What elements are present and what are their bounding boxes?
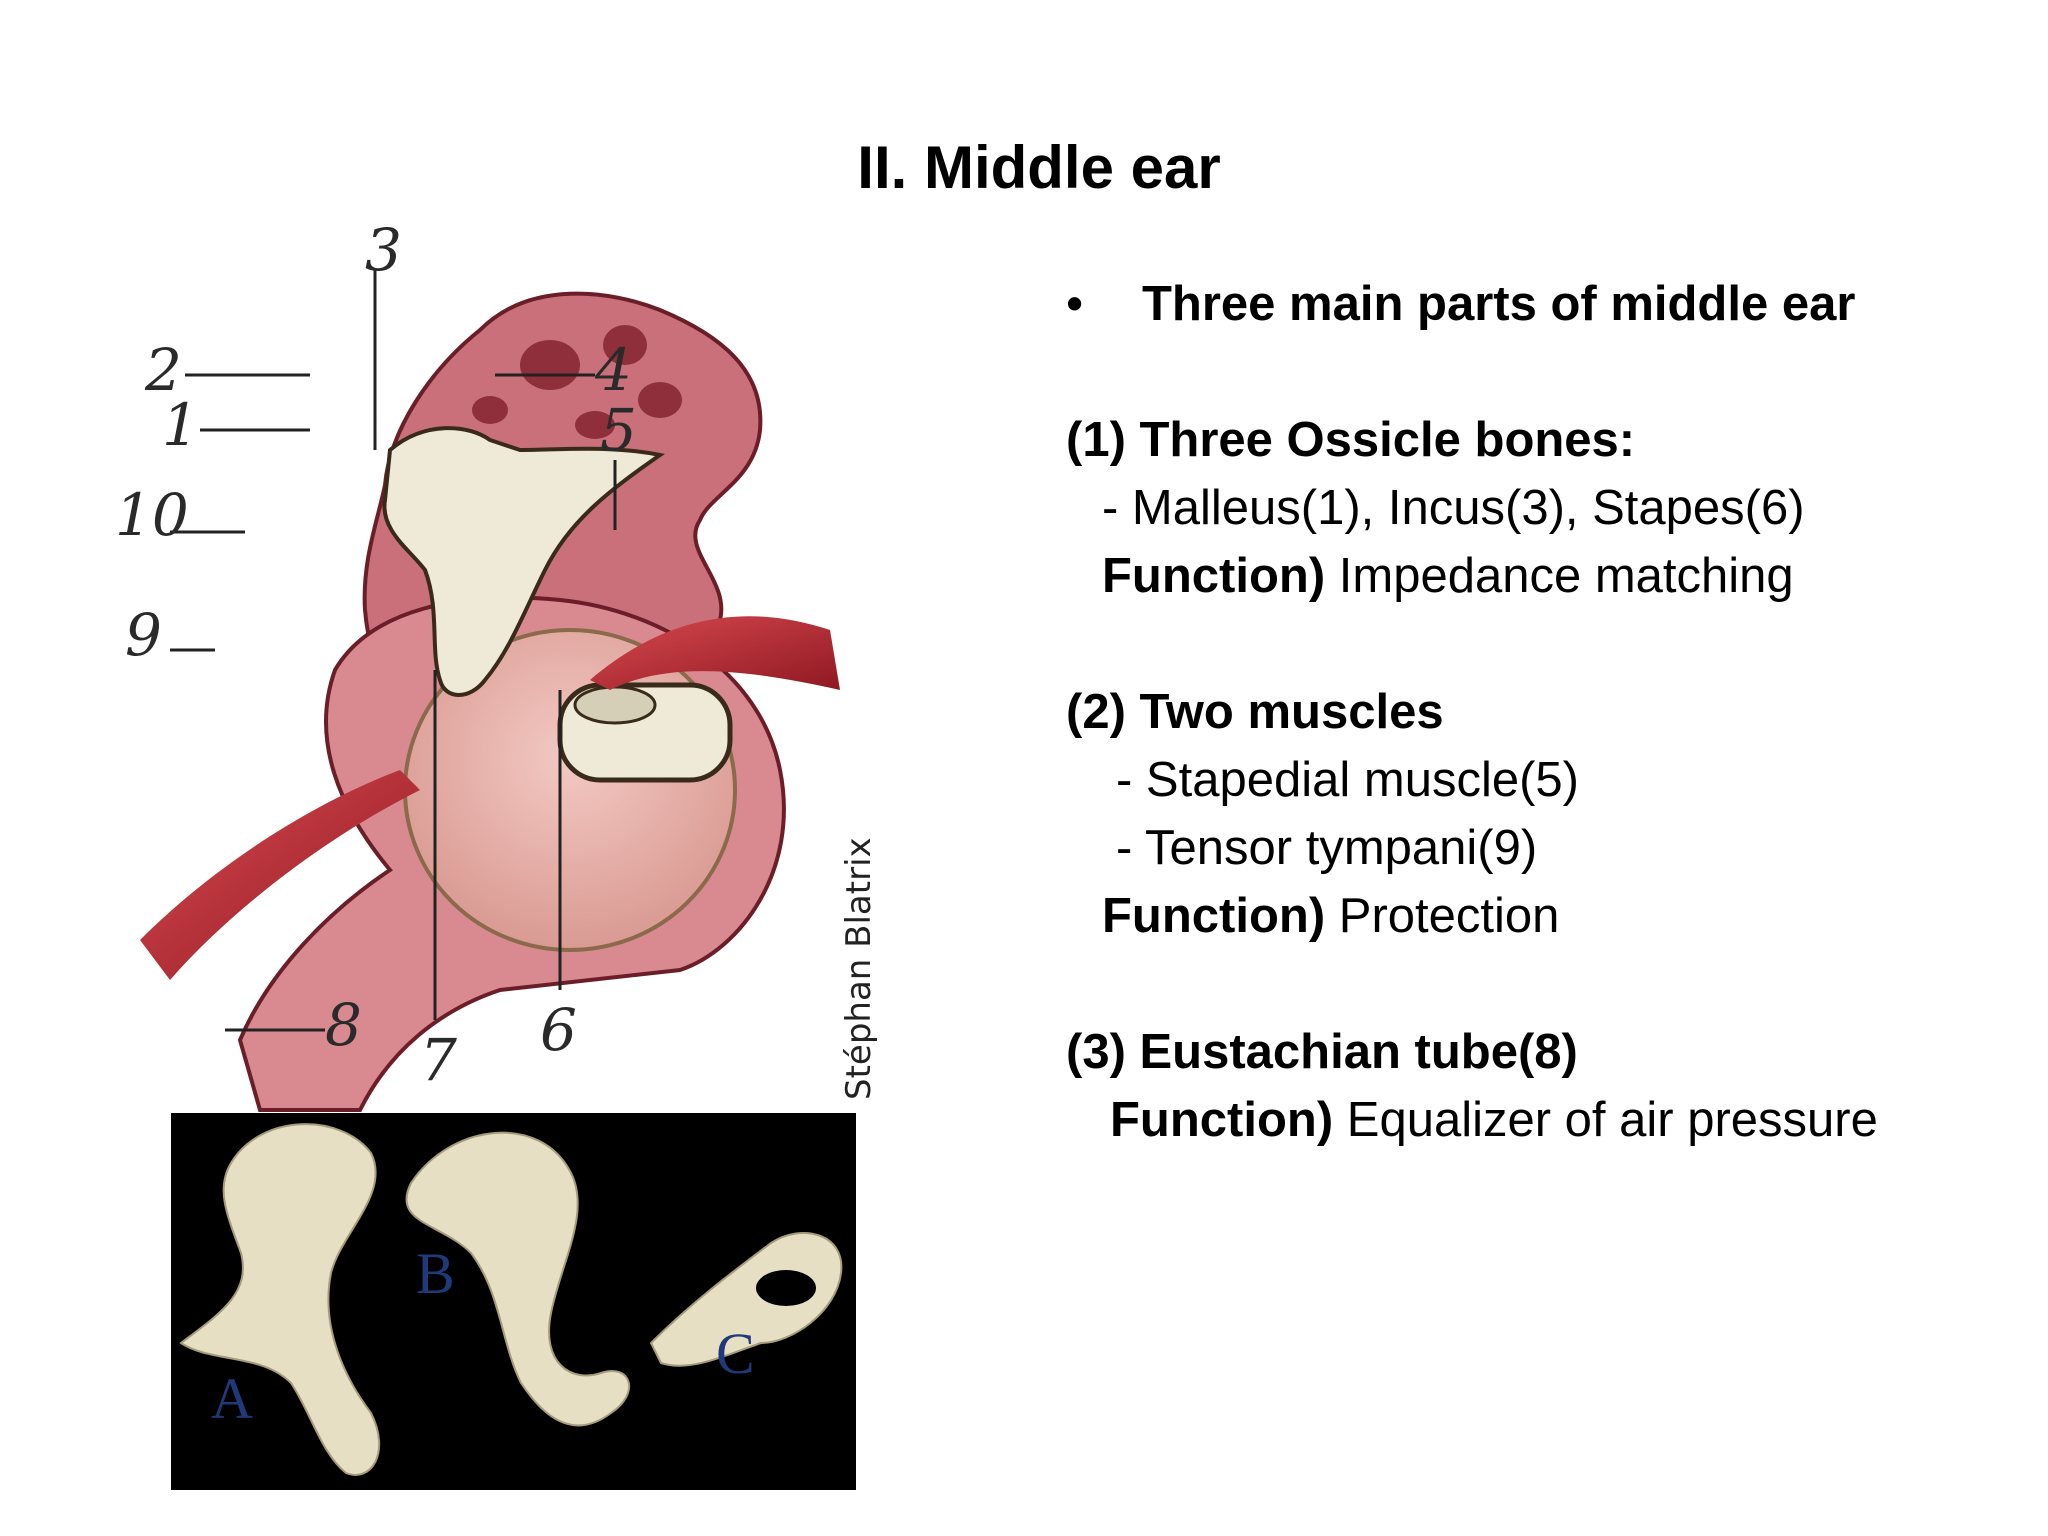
- section3-function-text: Equalizer of air pressure: [1333, 1093, 1878, 1147]
- label-8: 8: [325, 991, 362, 1059]
- label-4: 4: [594, 336, 632, 404]
- incus-bone-shape: [405, 1131, 631, 1427]
- label-9: 9: [125, 601, 162, 669]
- section3-function-label: Function): [1110, 1093, 1334, 1147]
- label-2: 2: [144, 336, 182, 404]
- label-10: 10: [115, 481, 189, 549]
- tensor-tympani-muscle-shape: [140, 770, 420, 980]
- section3-function: Function) Equalizer of air pressure: [1066, 1086, 2026, 1154]
- label-7: 7: [420, 1026, 457, 1094]
- slide-title: II. Middle ear: [857, 134, 1221, 201]
- section1-function-text: Impedance matching: [1325, 549, 1794, 603]
- slide-content: • Three main parts of middle ear (1) Thr…: [1066, 270, 2026, 1154]
- label-5: 5: [600, 396, 637, 464]
- middle-ear-illustration: 3 2 1 4 5 10 9 6 7 8 Stéphan Blatrix: [115, 216, 879, 1112]
- ossicles-illustration: A B C: [179, 1123, 843, 1476]
- ossicles-photo: A B C: [171, 1113, 856, 1490]
- bullet-text: Three main parts of middle ear: [1142, 277, 1856, 331]
- photo-label-c: C: [716, 1321, 755, 1386]
- section1-heading: (1) Three Ossicle bones:: [1066, 413, 1636, 467]
- label-1: 1: [162, 391, 199, 459]
- section3-heading: (3) Eustachian tube(8): [1066, 1025, 1578, 1079]
- image-credit: Stéphan Blatrix: [839, 837, 879, 1100]
- section2-function-text: Protection: [1325, 889, 1560, 943]
- section2-function: Function) Protection: [1066, 882, 2026, 950]
- photo-label-a: A: [211, 1366, 253, 1431]
- section1-item: - Malleus(1), Incus(3), Stapes(6): [1102, 481, 1805, 535]
- stapes-bone-shape: [649, 1232, 843, 1367]
- malleus-bone-shape: [179, 1123, 381, 1476]
- ossicle-chain-shape: [382, 426, 665, 697]
- bullet-item: • Three main parts of middle ear: [1066, 270, 2026, 338]
- section2-item-1: - Stapedial muscle(5): [1116, 753, 1579, 807]
- section2-item-2: - Tensor tympani(9): [1116, 821, 1538, 875]
- middle-ear-diagram: 3 2 1 4 5 10 9 6 7 8 Stéphan Blatrix: [115, 216, 880, 1112]
- section1-function: Function) Impedance matching: [1066, 542, 2026, 610]
- label-3: 3: [365, 216, 402, 284]
- stapedial-muscle-shape: [590, 616, 840, 690]
- photo-label-b: B: [416, 1241, 455, 1306]
- label-6: 6: [540, 996, 577, 1064]
- section1-function-label: Function): [1102, 549, 1326, 603]
- bullet-dot: •: [1066, 277, 1084, 331]
- section2-function-label: Function): [1102, 889, 1326, 943]
- section2-heading: (2) Two muscles: [1066, 685, 1444, 739]
